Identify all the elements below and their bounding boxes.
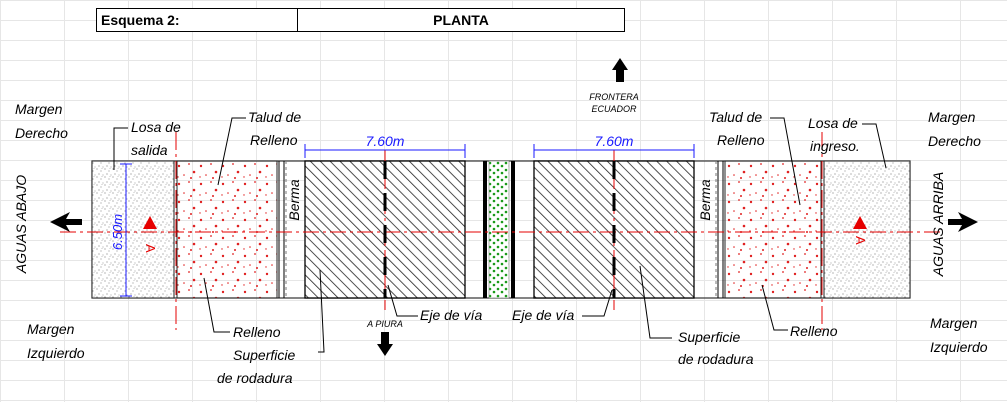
talud-right-label-2: Relleno — [717, 132, 765, 148]
berm-label-right: Berma — [697, 179, 713, 220]
leader-relleno-left — [203, 277, 230, 333]
median-separator — [483, 160, 515, 299]
span-left-value: 7.60m — [366, 133, 405, 149]
margen-derecho-right-1: Margen — [928, 109, 976, 125]
span-right-value: 7.60m — [595, 133, 634, 149]
frontera-label-1: FRONTERA — [589, 92, 639, 102]
aguas-abajo-label: AGUAS ABAJO — [13, 175, 29, 274]
up-arrow-icon — [612, 58, 628, 82]
leader-relleno-right — [761, 284, 788, 331]
header-table: Esquema 2: PLANTA — [96, 8, 625, 32]
leader-talud-left — [217, 117, 246, 186]
talud-right-label-1: Talud de — [709, 109, 762, 125]
losa-salida-label-1: Losa de — [131, 119, 181, 135]
a-piura-label: A PIURA — [366, 319, 403, 329]
aguas-arriba-label: AGUAS ARRIBA — [930, 172, 946, 278]
view-title: PLANTA — [297, 8, 625, 32]
width-value: 6.50m — [110, 214, 125, 250]
section-triangle-right — [853, 216, 867, 229]
section-letter-right: A — [853, 236, 868, 245]
berm-right — [715, 161, 724, 298]
margen-izquierdo-right-2: Izquierdo — [930, 339, 988, 355]
flow-arrow-left-icon — [50, 212, 82, 232]
relleno-left-label: Relleno — [233, 324, 281, 340]
relleno-right-label: Relleno — [790, 323, 838, 339]
fill-left — [176, 160, 278, 299]
leader-superficie-left — [318, 269, 325, 353]
margen-izquierdo-right-1: Margen — [930, 315, 978, 331]
section-triangle-left — [143, 216, 157, 229]
leader-losa-salida — [113, 127, 128, 170]
superficie-right-label-1: Superficie — [678, 329, 740, 345]
eje-right-label: Eje de vía — [512, 307, 574, 323]
frontera-label-2: ECUADOR — [591, 104, 637, 114]
talud-left-label-1: Talud de — [248, 109, 301, 125]
leader-losa-ingreso — [862, 123, 887, 169]
talud-left-label-2: Relleno — [250, 132, 298, 148]
margen-derecho-right-2: Derecho — [928, 133, 981, 149]
span-dimension-left: 7.60m — [304, 133, 466, 158]
superficie-left-label-1: Superficie — [233, 347, 295, 363]
leader-eje-left — [387, 284, 418, 317]
margen-derecho-left-2: Derecho — [15, 125, 68, 141]
losa-ingreso-label-1: Losa de — [808, 115, 858, 131]
approach-slab-left — [91, 160, 175, 299]
leader-eje-right — [582, 289, 613, 317]
section-letter-left: A — [143, 244, 158, 253]
scheme-label: Esquema 2: — [96, 8, 298, 32]
down-arrow-icon — [377, 332, 393, 356]
margen-izquierdo-left-2: Izquierdo — [27, 345, 85, 361]
leader-superficie-right — [639, 265, 672, 339]
eje-left-label: Eje de vía — [420, 307, 482, 323]
flow-arrow-right-icon — [948, 212, 978, 232]
berm-left — [278, 161, 287, 298]
superficie-right-label-2: de rodadura — [678, 351, 754, 367]
margen-izquierdo-left-1: Margen — [27, 321, 75, 337]
margen-derecho-left-1: Margen — [15, 101, 63, 117]
berm-label-left: Berma — [286, 179, 302, 220]
span-dimension-right: 7.60m — [533, 133, 695, 158]
fill-right — [724, 160, 822, 299]
losa-salida-label-2: salida — [131, 142, 168, 158]
leader-talud-right — [770, 117, 801, 206]
losa-ingreso-label-2: ingreso. — [810, 138, 860, 154]
superficie-left-label-2: de rodadura — [217, 370, 293, 386]
width-dimension: 6.50m — [110, 163, 132, 297]
approach-slab-right — [823, 160, 911, 299]
